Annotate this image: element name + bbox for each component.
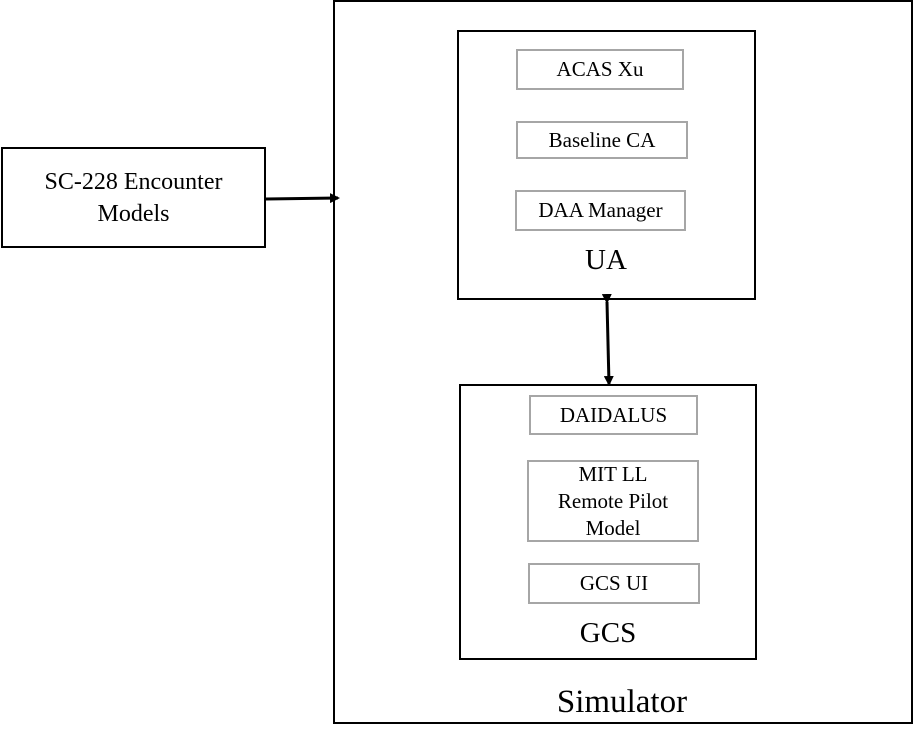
daa-manager-component: DAA Manager [515, 190, 686, 231]
ua-gcs-bidirectional-arrow [601, 293, 614, 386]
simulator-label: Simulator [556, 684, 688, 720]
daa-manager-label: DAA Manager [538, 198, 663, 222]
acas-xu-label: ACAS Xu [556, 57, 644, 81]
remote-pilot-model-label: MIT LL Remote Pilot Model [557, 461, 669, 540]
ua-label: UA [585, 244, 627, 276]
daidalus-component: DAIDALUS [529, 395, 698, 435]
daidalus-label: DAIDALUS [559, 402, 668, 427]
baseline-ca-component: Baseline CA [516, 121, 688, 159]
gcs-label: GCS [579, 617, 637, 649]
encounter-models-block: SC-228 Encounter Models [1, 147, 266, 248]
gcs-ui-label: GCS UI [579, 571, 649, 595]
acas-xu-component: ACAS Xu [516, 49, 684, 90]
baseline-ca-label: Baseline CA [548, 127, 656, 152]
remote-pilot-model-component: MIT LL Remote Pilot Model [527, 460, 699, 542]
encounter-models-label: SC-228 Encounter Models [44, 168, 223, 227]
gcs-ui-component: GCS UI [528, 563, 700, 604]
encounter-to-simulator-arrow [265, 193, 340, 204]
